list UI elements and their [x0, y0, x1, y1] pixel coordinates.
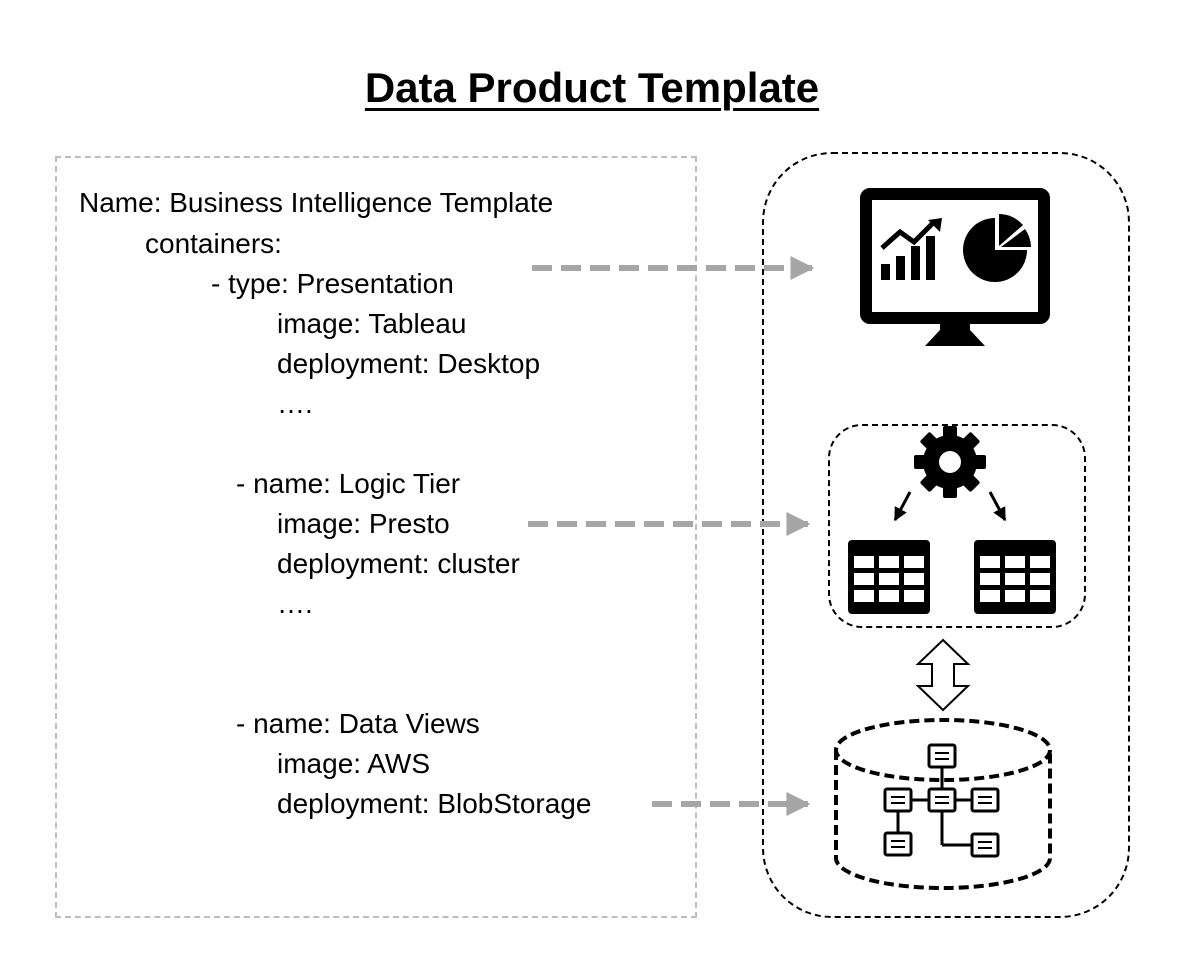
logic-tier-box	[828, 424, 1086, 628]
template-spec-box	[55, 156, 697, 918]
dataviews-image-line: image: AWS	[277, 748, 431, 779]
monitor-dashboard-icon	[860, 188, 1050, 346]
dataviews-name-line: - name: Data Views	[236, 708, 480, 739]
diagram-title: Data Product Template	[364, 64, 820, 111]
presentation-ellipsis: ….	[277, 388, 313, 419]
presentation-type-line: - type: Presentation	[211, 268, 454, 299]
hierarchy-icon	[883, 743, 1000, 858]
gear-icon	[914, 426, 986, 498]
presentation-image-line: image: Tableau	[277, 308, 467, 339]
double-arrow-icon	[915, 638, 971, 712]
table-icon	[974, 540, 1056, 614]
logic-name-line: - name: Logic Tier	[236, 468, 461, 499]
runtime-panel	[762, 152, 1130, 918]
presentation-deployment-line: deployment: Desktop	[277, 348, 541, 379]
spec-containers-label: containers:	[145, 228, 282, 259]
dataviews-deployment-line: deployment: BlobStorage	[277, 788, 592, 819]
table-icon	[848, 540, 930, 614]
spec-name-line: Name: Business Intelligence Template	[79, 187, 554, 218]
logic-image-line: image: Presto	[277, 508, 450, 539]
logic-ellipsis: ….	[277, 588, 313, 619]
logic-deployment-line: deployment: cluster	[277, 548, 520, 579]
